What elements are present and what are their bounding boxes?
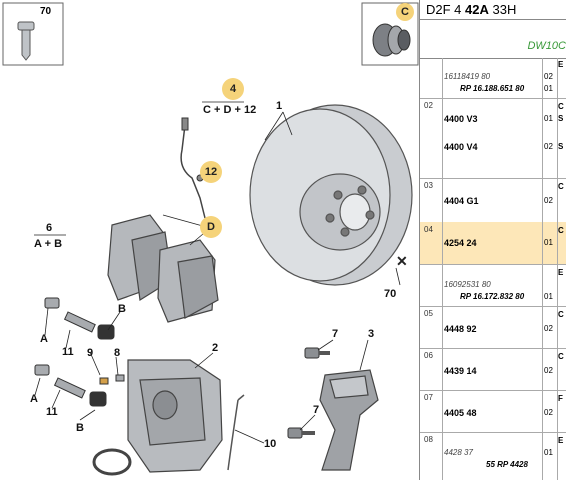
table-row[interactable]: 08 4428 37 55 RP 4428 01 E [420, 432, 566, 480]
callout-10: 10 [264, 438, 277, 450]
callout-3: 3 [368, 328, 375, 340]
row-reference: 4448 92 [444, 324, 477, 334]
row-reference: 4405 48 [444, 408, 477, 418]
callout-6: 6 [46, 222, 53, 234]
callout-70: 70 [384, 288, 397, 300]
row-position: 05 [424, 309, 433, 318]
engine-model: DW10C [527, 40, 566, 52]
row-qty: 02 [544, 72, 553, 81]
callout-8: 8 [114, 347, 121, 359]
row-status: E [558, 436, 564, 445]
row-qty: 02 [544, 408, 553, 417]
brake-disc [249, 104, 413, 286]
sub-reference: 4428 37 [444, 448, 473, 457]
table-row[interactable]: 07 4405 48 02 F [420, 390, 566, 433]
svg-text:✕: ✕ [396, 253, 408, 269]
row-position: 03 [424, 181, 433, 190]
callout-B-bottom: B [76, 422, 84, 434]
callout-4-badge: 4 [222, 78, 244, 100]
table-row[interactable]: 02 4400 V3 4400 V4 01 02 C S S [420, 98, 566, 179]
header-code: D2F 4 [426, 2, 462, 17]
inset-screw-number: 70 [40, 6, 52, 17]
row-position: 06 [424, 351, 433, 360]
row-position: 02 [424, 101, 433, 110]
rp-reference: RP 16.188.651 80 [460, 84, 525, 93]
row-position: 08 [424, 435, 433, 444]
table-row[interactable]: 16118419 80 RP 16.188.651 80 02 01 E [420, 58, 566, 99]
rp-reference: RP 16.172.832 80 [460, 292, 525, 301]
parts-table: D2F 4 42A 33H DW10C 16118419 80 RP 16.18… [420, 0, 566, 480]
callout-D-badge: D [200, 216, 222, 238]
row-reference: 4404 G1 [444, 196, 479, 206]
sub-reference: 16118419 80 [444, 72, 491, 81]
row-reference: 4254 24 [444, 238, 477, 248]
row-position: 04 [424, 225, 433, 234]
row-reference: 4400 V3 [444, 114, 478, 124]
row-qty: 01 [544, 292, 553, 301]
rp-reference: 55 RP 4428 [486, 460, 528, 469]
callout-2: 2 [212, 342, 219, 354]
callout-4-formula: C + D + 12 [203, 104, 257, 116]
brake-caliper [127, 359, 223, 473]
model-header: DW10C [420, 20, 566, 59]
table-row[interactable]: 05 4448 92 02 C [420, 306, 566, 349]
table-header: D2F 4 42A 33H [420, 0, 566, 20]
row-flag: E [558, 60, 564, 69]
row-qty: 02 [544, 196, 553, 205]
exploded-parts-diagram: ✕ 70 C 4 C + D + 12 12 D 6 A + B 1 70 2 … [2, 0, 420, 480]
brake-assembly-drawing: ✕ [2, 2, 419, 476]
row-status: C [558, 182, 564, 191]
row-reference-2: 4400 V4 [444, 142, 478, 152]
row-flag: C [558, 102, 564, 111]
row-status: C [558, 310, 564, 319]
header-bold-code: 42A [465, 2, 489, 17]
callout-11-bottom: 11 [46, 406, 58, 418]
callout-6-formula: A + B [34, 238, 63, 250]
callout-A-top: A [40, 333, 48, 345]
row-status-2: S [558, 142, 564, 151]
sub-reference: 16092531 80 [444, 280, 491, 289]
row-status: C [558, 352, 564, 361]
callout-B-top: B [118, 303, 126, 315]
row-status: E [558, 268, 564, 277]
callout-A-bottom: A [30, 393, 38, 405]
row-status: F [558, 394, 563, 403]
row-status: S [558, 114, 564, 123]
row-status: C [558, 226, 564, 235]
callout-7-bottom: 7 [313, 404, 320, 416]
row-position: 07 [424, 393, 433, 402]
table-row-selected[interactable]: 04 4254 24 01 C [420, 222, 566, 265]
row-qty: 01 [544, 238, 553, 247]
callout-7-top: 7 [332, 328, 339, 340]
row-qty-2: 02 [544, 142, 553, 151]
header-tail: 33H [492, 2, 517, 17]
row-qty: 01 [544, 448, 553, 457]
table-row[interactable]: 03 4404 G1 02 C [420, 178, 566, 223]
brake-pads [107, 214, 219, 323]
callout-9: 9 [87, 347, 94, 359]
row-qty: 02 [544, 324, 553, 333]
row-qty-2: 01 [544, 84, 553, 93]
table-row[interactable]: 06 4439 14 02 C [420, 348, 566, 391]
callout-11-top: 11 [62, 346, 74, 358]
callout-12-badge: 12 [200, 161, 222, 183]
row-qty: 02 [544, 366, 553, 375]
callout-1: 1 [276, 100, 283, 112]
caliper-bracket [319, 369, 379, 471]
inset-bush-letter: C [396, 3, 414, 21]
table-row[interactable]: 16092531 80 RP 16.172.832 80 01 E [420, 264, 566, 307]
row-reference: 4439 14 [444, 366, 477, 376]
row-qty: 01 [544, 114, 553, 123]
